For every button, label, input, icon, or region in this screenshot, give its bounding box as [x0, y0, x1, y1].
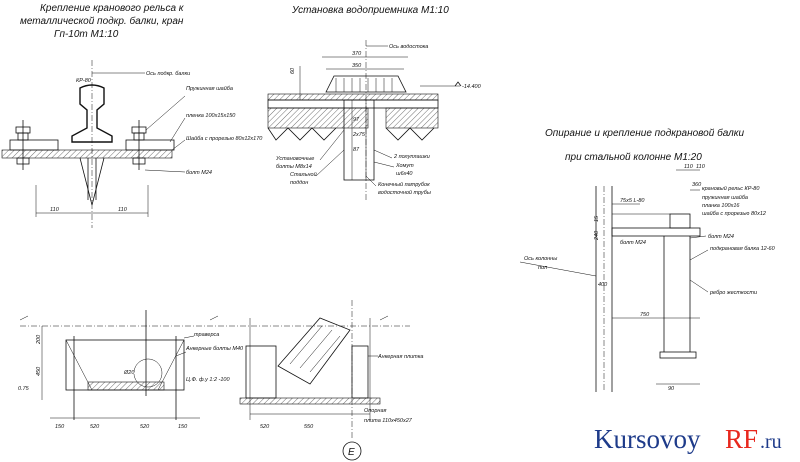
- rail-detail: Крепление кранового рельса к металлическ…: [1, 3, 263, 228]
- slot-washer-label: Шайба с прорезью 80х12х170: [186, 135, 263, 142]
- column-axis-label: Ось колонны: [524, 256, 557, 262]
- roof-insulation: [267, 107, 369, 129]
- support-dim-110b: 110: [696, 164, 706, 170]
- roof-layer-1: [267, 93, 439, 101]
- drain-label-3: Стальной: [290, 171, 317, 178]
- dim-60: 60: [290, 67, 296, 74]
- right-plate: [125, 139, 175, 151]
- bolt-label: болт М24: [186, 170, 212, 176]
- support-dim-240: 240: [594, 230, 600, 241]
- anchor-dim-520a: 520: [90, 424, 100, 430]
- axis-bubble-label: Е: [348, 447, 355, 458]
- beam-web: [79, 157, 105, 206]
- dim-87: 87: [353, 147, 360, 153]
- support-title-1: Опирание и крепление подкрановой балки: [545, 127, 745, 139]
- support-label-beam: подкрановая балка 12-60: [710, 246, 776, 252]
- support-dim-90: 90: [668, 386, 675, 392]
- drain-label-8: Конечный патрубок: [378, 181, 430, 188]
- crane-beam-top: [611, 227, 701, 237]
- anchor-dim-20: Ø20: [123, 370, 135, 376]
- base-plate-elev: [239, 397, 381, 405]
- support-label-rib: ребро жесткости: [709, 290, 757, 296]
- anchor-label-base: Опорная: [364, 408, 387, 414]
- drain-label-7: ш6х40: [396, 171, 413, 177]
- dim-2x75: 2х75: [352, 132, 366, 138]
- support-label-slot: шайба с прорезью 80х12: [702, 210, 766, 217]
- anchor-label-base2: плита 110х450х27: [364, 418, 413, 424]
- drain-pipe: [343, 99, 375, 181]
- support-dim-360: 360: [692, 182, 702, 188]
- plate-label: пленка 100х15х150: [186, 113, 236, 119]
- anchor-dim-520b: 520: [140, 424, 150, 430]
- left-plate: [9, 139, 59, 151]
- support-dim-750: 750: [640, 312, 650, 318]
- rail-title-1: Крепление кранового рельса к: [40, 3, 185, 14]
- anchor-dim-150a: 150: [55, 424, 65, 430]
- watermark-ru: .ru: [760, 431, 782, 453]
- rail-mark-label: КР-80: [76, 78, 92, 84]
- support-title-2: при стальной колонне М1:20: [565, 152, 702, 163]
- drain-detail: Установка водоприемника М1:10 Ось водост…: [267, 5, 482, 200]
- watermark-kursovoy: Kursovoy: [594, 424, 701, 454]
- rail-title-3: Гп-10т М1:10: [54, 29, 119, 40]
- rail-title-2: металлической подкр. балки, кран: [20, 15, 184, 27]
- washer-label: Пружинная шайба: [186, 85, 233, 92]
- anchor-detail: Ø20 200 450 0.75 150 520 520 150 траверс…: [18, 300, 423, 461]
- rail-dim-1: 110: [50, 207, 60, 213]
- anchor-dim-150b: 150: [178, 424, 188, 430]
- dim-97: 97: [353, 117, 360, 123]
- drain-label-6: Хомут: [395, 163, 414, 169]
- support-label-bolt2: болт М24: [620, 240, 646, 246]
- deck-profile: [267, 127, 435, 141]
- anchor-label-plate: Анкерная плитка: [377, 354, 423, 360]
- right-bolt: [131, 120, 147, 170]
- support-label-bolt: болт М24: [708, 234, 734, 240]
- washer-leader: [145, 95, 186, 131]
- watermark-logo: Kursovoy RF .ru: [594, 424, 782, 454]
- beam-flange: [1, 149, 173, 159]
- anchor-label-f: Ц.Ф. ф.у 1:2 -100: [186, 377, 230, 383]
- support-dim-400: 400: [598, 282, 608, 288]
- rail-dim-2: 110: [118, 207, 128, 213]
- hole-circle: [133, 358, 163, 388]
- watermark-rf: RF: [725, 424, 758, 454]
- drain-label-9: водосточной трубы: [378, 189, 431, 196]
- drain-label-1: Установочные: [275, 156, 314, 162]
- support-dim-110a: 110: [684, 164, 694, 170]
- axis-bubble: [342, 441, 362, 461]
- support-dim-15: 15: [594, 215, 600, 222]
- drain-axis-label: Ось водостока: [389, 44, 428, 50]
- column-base-elev: [245, 345, 277, 399]
- drain-label-2: болты М8х14: [276, 164, 312, 170]
- left-bolt: [15, 120, 31, 170]
- rail-axis-label: Ось подкр. балки: [146, 71, 190, 77]
- support-label-rail: крановый рельс КР-80: [702, 185, 760, 192]
- drain-elevation: -14.400: [462, 84, 482, 90]
- anchor-label-traverse: траверса: [194, 332, 219, 338]
- anchor-dim-200: 200: [36, 334, 42, 345]
- anchor-dim-520c: 520: [260, 424, 270, 430]
- drain-label-4: поддон: [290, 180, 308, 186]
- anchor-dim-450: 450: [36, 366, 42, 376]
- base-plate-left: [87, 381, 165, 391]
- dim-370: 370: [352, 51, 362, 57]
- drain-title: Установка водоприемника М1:10: [291, 5, 449, 16]
- drain-grate: [325, 75, 407, 93]
- support-label-plate: планка 100х16: [702, 203, 740, 209]
- rail-profile: [71, 84, 113, 143]
- column-axis-label-2: пол: [538, 265, 547, 271]
- support-rail: [669, 213, 691, 229]
- support-dim-75: 75х5 L-80: [620, 198, 645, 204]
- diagonal-brace: [277, 317, 351, 385]
- anchor-label-bolts: Анкерные болты М40: [185, 346, 244, 352]
- anchor-dim-550: 550: [304, 424, 314, 430]
- support-detail: Опирание и крепление подкрановой балки п…: [519, 127, 776, 392]
- support-label-washer: пружинная шайба: [702, 194, 748, 201]
- drain-label-5: 2 полуплашки: [393, 154, 430, 160]
- anchor-dim-075: 0.75: [18, 386, 30, 392]
- dim-350: 350: [352, 63, 362, 69]
